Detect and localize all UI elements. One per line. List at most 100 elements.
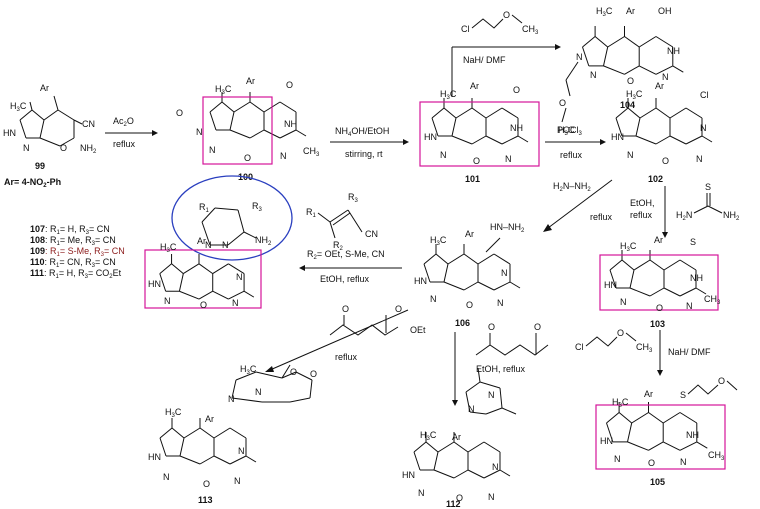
- arrow-head: [555, 44, 561, 50]
- atom-s: S: [690, 237, 696, 247]
- atom-o: O: [342, 304, 349, 314]
- cond-reflux-1: reflux: [113, 139, 136, 149]
- cond-reflux-2: reflux: [560, 150, 583, 160]
- reagent-acetylacetone: O O: [475, 322, 549, 356]
- arrow-head: [657, 370, 663, 376]
- atom-hn: HN: [611, 132, 624, 142]
- atom-o: O: [203, 479, 210, 489]
- atom-cn: CN: [365, 229, 378, 239]
- arrow-head: [403, 139, 409, 145]
- atom-h3c: H3C: [440, 89, 457, 101]
- atom-cl: Cl: [700, 90, 709, 100]
- ar-definition: Ar= 4-NO2-Ph: [4, 177, 61, 189]
- cond-nah-dmf-2: NaH/ DMF: [668, 347, 711, 357]
- atom-n: N: [488, 492, 495, 502]
- highlight-box-100: [202, 96, 273, 165]
- atom-h3c: H3C: [596, 6, 613, 18]
- atom-ar: Ar: [452, 432, 461, 442]
- label-113: 113: [198, 495, 213, 505]
- cond-nh4oh: NH4OH/EtOH: [335, 126, 389, 138]
- atom-n: N: [700, 123, 707, 133]
- atom-cn: CN: [82, 119, 95, 129]
- atom-ch3: CH3: [303, 146, 320, 158]
- atom-o: O: [286, 80, 293, 90]
- atom-n: N: [228, 394, 235, 404]
- atom-n: N: [255, 387, 262, 397]
- label-105: 105: [650, 477, 665, 487]
- atom-o: O: [656, 303, 663, 313]
- atom-h3c: H3C: [10, 101, 27, 113]
- reagent-hydrazine: H2N–NH2: [553, 181, 591, 193]
- atom-r2: R2: [333, 240, 344, 252]
- atom-o: O: [395, 304, 402, 314]
- atom-n: N: [662, 72, 669, 82]
- atom-n: N: [686, 301, 693, 311]
- atom-n: N: [696, 154, 703, 164]
- compound-103: H3C Ar S HN N O NH N CH3 103: [599, 235, 721, 329]
- atom-nh: NH: [510, 123, 523, 133]
- highlight-box-105: [595, 404, 726, 470]
- atom-hn: HN: [148, 452, 161, 462]
- compound-series-107-111: R1 R3 N N NH2 H3C Ar HN N O N N: [144, 175, 293, 310]
- atom-o: O: [662, 156, 669, 166]
- atom-n: N: [627, 150, 634, 160]
- atom-hn: HN: [414, 276, 427, 286]
- label-112: 112: [446, 499, 461, 509]
- atom-hn: HN: [424, 132, 437, 142]
- reagent-thiourea: S H2N NH2: [676, 182, 740, 222]
- atom-n: N: [238, 446, 245, 456]
- atom-n: N: [222, 240, 229, 250]
- compound-99: Ar HN N O CN NH2 H3C 99 Ar= 4-NO2-Ph: [3, 83, 97, 189]
- reagent-acrylonitrile: R1 R3 R2 CN: [306, 192, 378, 252]
- series-item-108: 108: R1= Me, R3= CN: [30, 235, 116, 247]
- atom-hydrazine: HN–NH2: [490, 222, 525, 234]
- highlight-box-103: [599, 254, 719, 311]
- compound-106: H3C Ar HN–NH2 HN N O N N 106: [414, 222, 525, 328]
- atom-hn: HN: [148, 279, 161, 289]
- atom-n: N: [232, 298, 239, 308]
- atom-n: N: [590, 70, 597, 80]
- atom-o: O: [648, 458, 655, 468]
- highlight-box-101: [419, 101, 540, 167]
- atom-n: N: [620, 297, 627, 307]
- cond-nah-dmf-1: NaH/ DMF: [463, 55, 506, 65]
- atom-n: N: [280, 151, 287, 161]
- atom-cl: Cl: [575, 342, 584, 352]
- atom-r1: R1: [306, 207, 317, 219]
- arrow-head: [152, 130, 158, 136]
- atom-n: N: [501, 268, 508, 278]
- atom-hn: HN: [3, 128, 16, 138]
- atom-n: N: [163, 472, 170, 482]
- atom-n: N: [196, 127, 203, 137]
- atom-ar: Ar: [465, 229, 474, 239]
- reagent-chloroethyl-methyl-ether: Cl O CH3: [461, 10, 539, 36]
- arrow-head: [265, 366, 274, 372]
- atom-o: O: [503, 10, 510, 20]
- atom-ar: Ar: [626, 6, 635, 16]
- atom-h3c: H3C: [165, 407, 182, 419]
- arrow-head: [543, 224, 552, 232]
- atom-ar: Ar: [654, 235, 663, 245]
- cond-reflux-5: reflux: [335, 352, 358, 362]
- atom-o: O: [534, 322, 541, 332]
- atom-nh: NH: [667, 46, 680, 56]
- cond-reflux-3: reflux: [630, 210, 653, 220]
- atom-nh: NH: [690, 273, 703, 283]
- atom-ar: Ar: [644, 389, 653, 399]
- atom-hn: HN: [600, 436, 613, 446]
- atom-n: N: [209, 145, 216, 155]
- cond-reflux-4: reflux: [590, 212, 613, 222]
- atom-o: O: [244, 153, 251, 163]
- atom-n: N: [492, 462, 499, 472]
- atom-ar: Ar: [205, 414, 214, 424]
- atom-h3c: H3C: [430, 235, 447, 247]
- atom-o: O: [617, 328, 624, 338]
- atom-s: S: [680, 390, 686, 400]
- atom-o: O: [627, 76, 634, 86]
- atom-o: O: [513, 85, 520, 95]
- atom-o: O: [559, 98, 566, 108]
- label-104: 104: [620, 100, 635, 110]
- compound-104: H3C Ar OH N N O NH N O H3C 104: [558, 6, 680, 137]
